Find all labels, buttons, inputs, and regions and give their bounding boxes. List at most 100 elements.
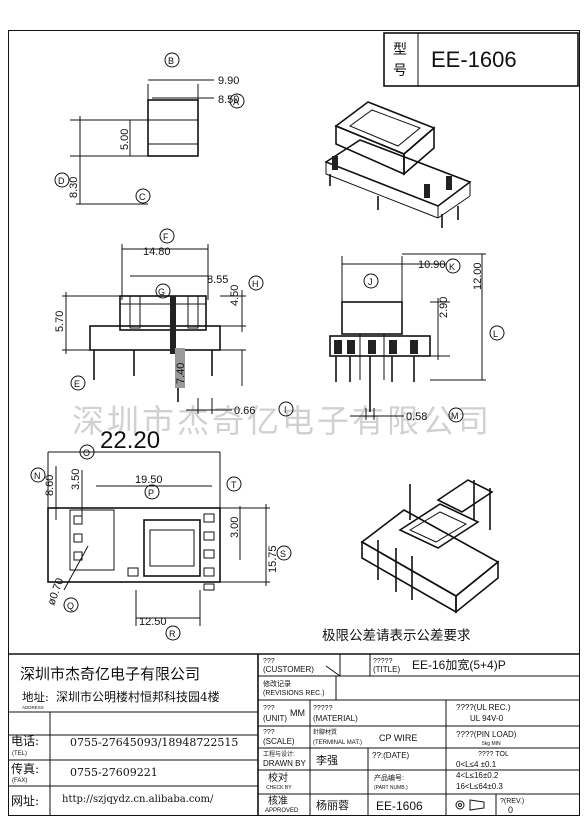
dim-8-55: 8.55: [207, 274, 228, 286]
view-side-left: 14.80 8.55 5.70 4.50 7.40 0.66: [54, 244, 255, 417]
approve-value: 杨丽蓉: [316, 798, 349, 812]
address-value: 深圳市公明楼村恒邦科技园4楼: [56, 689, 220, 704]
model-box: 型 号 EE-1606: [383, 32, 579, 87]
company-name: 深圳市杰奇亿电子有限公司: [20, 665, 200, 683]
dim-5-00: 5.00: [119, 129, 131, 150]
title-label: ?????: [373, 658, 393, 665]
approve-sub: APPROVED: [265, 808, 299, 814]
dim-0-66: 0.66: [234, 405, 255, 417]
callouts: B A C D F G H E J K L I M N O P T S Q R: [30, 52, 505, 641]
dim-0-58: 0.58: [406, 411, 427, 423]
tel-label: 电话:: [11, 734, 39, 748]
callout-I: I: [284, 405, 287, 415]
fax-label: 传真:: [11, 761, 39, 776]
terminal-sub: (TERMINAL MAT.): [313, 740, 362, 746]
dim-10-90: 10.90: [418, 259, 446, 271]
callout-F: F: [163, 232, 169, 242]
revision-sub: (REVISIONS REC.): [263, 690, 324, 697]
pin-load-sub: 5kg MIN: [482, 741, 501, 747]
dim-3-00: 3.00: [229, 517, 241, 538]
rev-label: ?(REV.): [500, 798, 524, 805]
callout-G: G: [158, 287, 165, 297]
check-sub: CHECK BY: [266, 785, 292, 791]
drawn-sub: DRAWN BY: [263, 759, 306, 768]
dim-14-80: 14.80: [143, 246, 171, 258]
callout-H: H: [252, 279, 259, 289]
callout-Q: Q: [67, 601, 74, 611]
ul-value: UL 94V-0: [470, 714, 504, 723]
tolerance-note: 极限公差请表示公差要求: [322, 628, 471, 643]
product-label: 产品编号:: [374, 773, 404, 782]
dim-8-30: 8.30: [68, 177, 80, 198]
pin-load-label: ????(PIN LOAD): [456, 730, 517, 739]
callout-K: K: [449, 262, 455, 272]
callout-E: E: [74, 379, 80, 389]
web-label: 网址:: [11, 794, 39, 808]
unit-value: MM: [290, 708, 305, 718]
approve-label: 核准: [268, 794, 288, 807]
scale-label: ???: [263, 729, 275, 736]
isometric-view-bottom: [360, 479, 500, 614]
revision-label: 修改记录: [263, 679, 291, 688]
product-sub: (PART NUMB.): [374, 785, 408, 791]
customer-label: ???: [263, 658, 275, 665]
terminal-label: 針腳材質: [313, 728, 337, 736]
material-sub: (MATERIAL): [313, 714, 358, 723]
dim-22-20: 22.20: [100, 427, 160, 454]
ul-label: ????(UL REC.): [456, 703, 511, 712]
callout-N: N: [34, 471, 41, 481]
dim-3-50: 3.50: [70, 469, 82, 490]
tol-label: ???? TOL: [478, 751, 509, 758]
tol-1: 0<L≤4 ±0.1: [456, 760, 497, 769]
unit-label: ???: [263, 705, 275, 712]
address-label: 地址:: [22, 690, 49, 704]
front-pins: [334, 340, 418, 412]
callout-C: C: [139, 192, 146, 202]
callout-A: A: [233, 97, 239, 107]
callout-B: B: [168, 56, 174, 66]
view-front-right: 10.90 2.90 12.00 0.58: [329, 253, 486, 423]
dim-7-40: 7.40: [175, 363, 187, 384]
dim-12-50: 12.50: [139, 616, 167, 628]
dim-12-00: 12.00: [472, 262, 484, 290]
tel-sub: (TEL): [12, 751, 27, 757]
dim-19-50: 19.50: [135, 474, 163, 486]
tol-2: 4<L≤16±0.2: [456, 771, 499, 780]
check-label: 校对: [268, 771, 288, 784]
callout-M: M: [451, 411, 459, 421]
drawing-sheet: [8, 30, 580, 816]
isometric-view-top: [324, 101, 472, 228]
drawn-label: 工程与设计:: [263, 750, 295, 758]
unit-sub: (UNIT): [263, 714, 287, 723]
callout-S: S: [280, 549, 286, 559]
model-value: EE-1606: [431, 47, 517, 72]
callout-D: D: [58, 176, 65, 186]
title-block: 深圳市杰奇亿电子有限公司 地址: ADDRESS 深圳市公明楼村恒邦科技园4楼 …: [8, 653, 580, 816]
dim-8-50: 8.50: [218, 94, 239, 106]
scale-sub: (SCALE): [263, 737, 295, 746]
callout-J: J: [368, 277, 373, 287]
rev-value: 0: [508, 805, 513, 815]
drawn-value: 李强: [316, 753, 338, 767]
customer-sub: (CUSTOMER): [263, 665, 314, 674]
tel-value: 0755-27645093/18948722515: [70, 736, 238, 749]
watermark: 深圳市杰奇亿电子有限公司: [72, 402, 492, 440]
terminal-value: CP WIRE: [379, 733, 417, 743]
dim-9-90: 9.90: [218, 75, 239, 87]
callout-T: T: [231, 480, 237, 490]
view-bottom-left: 22.20 19.50 8.60 3.50 ø0.70 15.75 3.00: [44, 427, 279, 628]
web-value: http://szjqydz.cn.alibaba.com/: [62, 794, 214, 805]
dim-15-75: 15.75: [267, 545, 279, 573]
title-value: EE-16加宽(5+4)P: [412, 657, 506, 672]
projection-symbol-icon: [455, 799, 485, 811]
part-value: EE-1606: [376, 799, 423, 813]
address-sub: ADDRESS: [22, 705, 44, 710]
view-top-left: 9.90 8.50 5.00 8.30: [68, 75, 239, 205]
date-label: ??:(DATE): [372, 751, 410, 760]
tol-3: 16<L≤64±0.3: [456, 782, 503, 791]
callout-O: O: [83, 448, 90, 458]
fax-sub: (FAX): [12, 778, 27, 784]
bottom-pin-holes: [73, 513, 215, 591]
dim-2-90: 2.90: [438, 297, 450, 318]
title-sub: (TITLE): [373, 665, 400, 674]
